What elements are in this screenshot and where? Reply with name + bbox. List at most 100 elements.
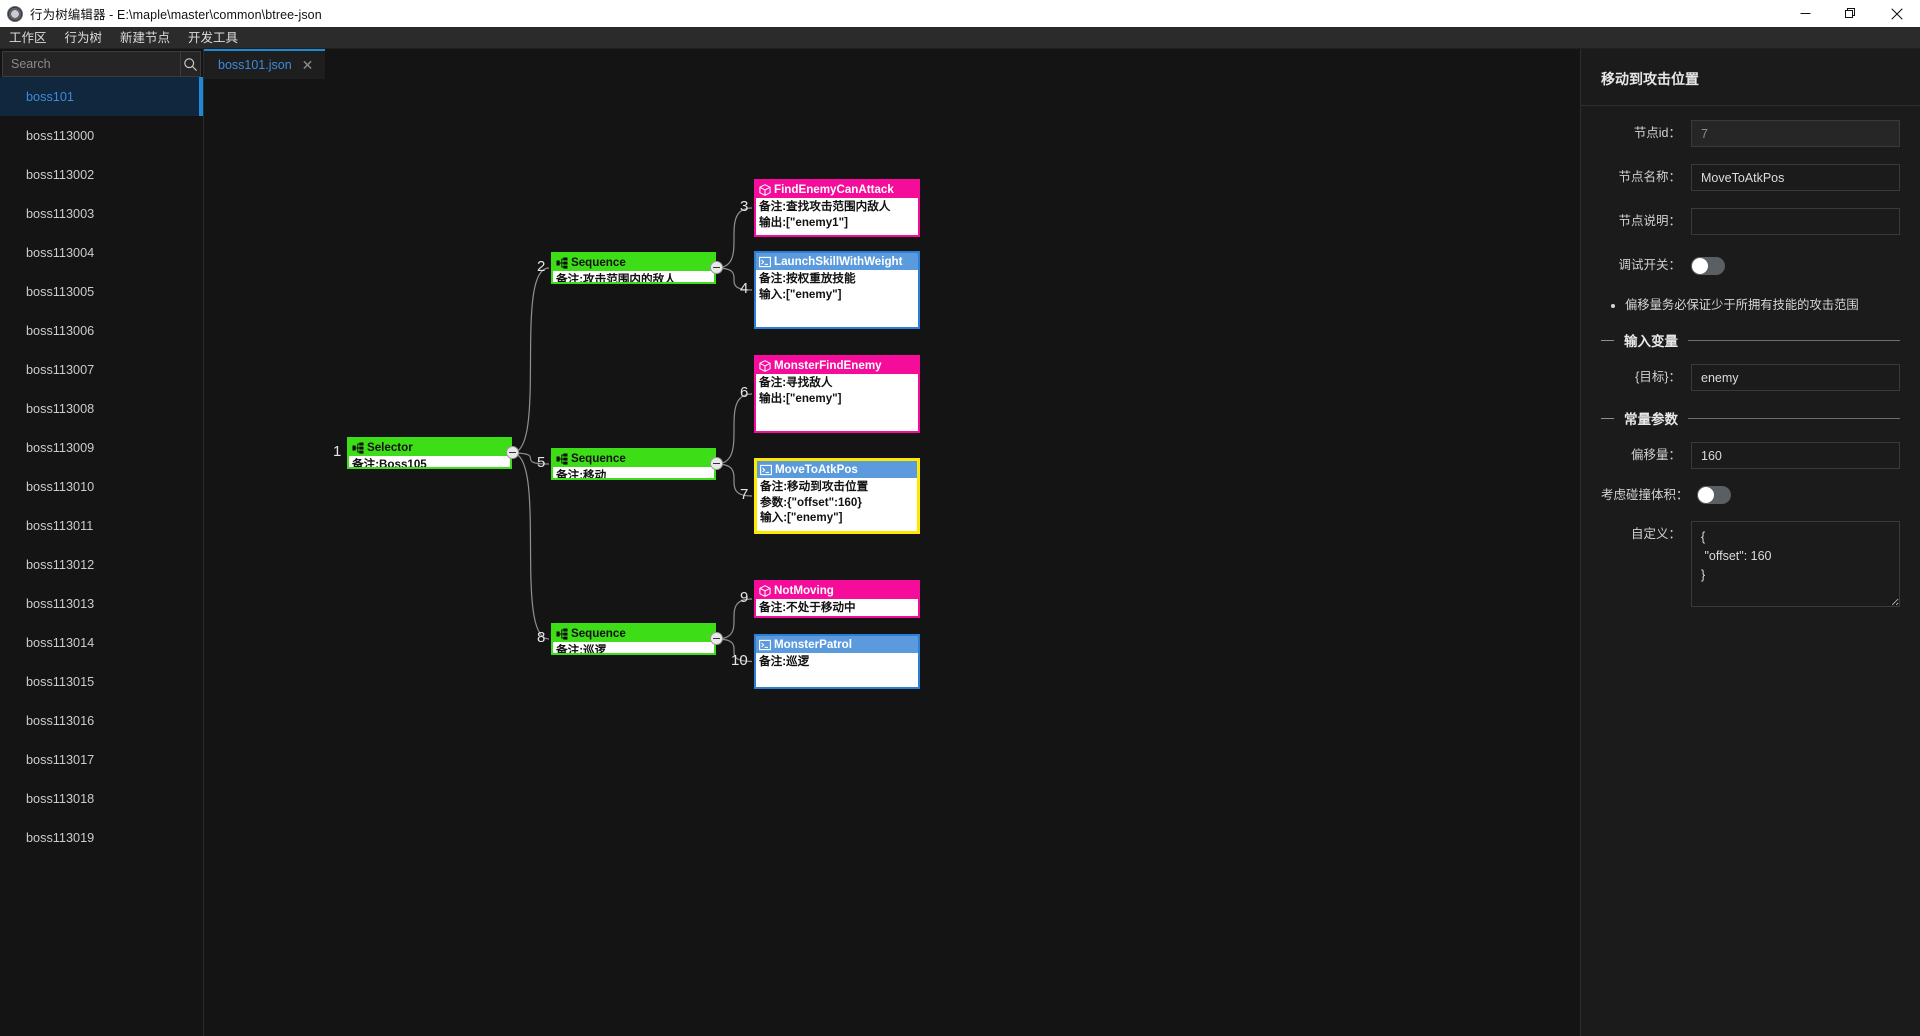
debug-switch-knob [1692, 258, 1708, 274]
menu-bar: 工作区 行为树 新建节点 开发工具 [0, 27, 1920, 49]
collapse-dash-icon[interactable] [1601, 417, 1614, 419]
node-collapse-handle[interactable] [710, 632, 723, 645]
node-body: 备注:攻击范围内的敌人 [553, 271, 714, 284]
node-collapse-handle[interactable] [710, 457, 723, 470]
tab-boss101-json[interactable]: boss101.json ✕ [204, 49, 326, 79]
node-index-label: 5 [537, 454, 546, 471]
note-item: 偏移量务必保证少于所拥有技能的攻击范围 [1625, 296, 1900, 314]
input-target-input[interactable] [1691, 364, 1900, 391]
sidebar-item-boss113011[interactable]: boss113011 [0, 506, 203, 545]
sidebar-item-label: boss113011 [26, 518, 94, 533]
field-node-desc: 节点说明： [1601, 208, 1900, 235]
cube-icon [759, 359, 771, 372]
sidebar-item-boss113009[interactable]: boss113009 [0, 428, 203, 467]
sidebar: boss101boss113000boss113002boss113003bos… [0, 49, 204, 1036]
node-header: Selector [349, 439, 510, 456]
search-button[interactable] [180, 51, 201, 77]
sidebar-item-boss113008[interactable]: boss113008 [0, 389, 203, 428]
minus-icon [509, 451, 516, 454]
node-index-label: 1 [333, 443, 342, 460]
node-line: 备注:移动 [556, 469, 607, 480]
section-input-variables: 输入变量 [1601, 330, 1900, 350]
close-button[interactable] [1874, 0, 1920, 27]
node-collapse-handle[interactable] [506, 446, 519, 459]
sidebar-item-boss113000[interactable]: boss113000 [0, 116, 203, 155]
node-collapse-handle[interactable] [710, 261, 723, 274]
node-title: MoveToAtkPos [775, 463, 858, 476]
sidebar-item-boss113014[interactable]: boss113014 [0, 623, 203, 662]
collision-switch-toggle[interactable] [1696, 486, 1731, 504]
offset-input[interactable] [1691, 442, 1900, 469]
menu-item-dev-tools[interactable]: 开发工具 [188, 30, 239, 45]
collision-switch-label: 考虑碰撞体积： [1601, 488, 1689, 502]
sidebar-item-label: boss113014 [26, 635, 95, 650]
sidebar-item-boss113015[interactable]: boss113015 [0, 662, 203, 701]
node-title: NotMoving [774, 584, 834, 597]
sidebar-item-boss113013[interactable]: boss113013 [0, 584, 203, 623]
node-header: NotMoving [756, 582, 918, 599]
tree-node-icon [352, 442, 364, 454]
node-line: 备注:移动到攻击位置 [760, 480, 869, 493]
node-header: MonsterFindEnemy [756, 357, 918, 374]
node-id-input [1691, 120, 1900, 147]
search-input[interactable] [2, 51, 180, 77]
sidebar-item-boss113005[interactable]: boss113005 [0, 272, 203, 311]
menu-item-new-node[interactable]: 新建节点 [120, 30, 171, 45]
sidebar-item-boss113012[interactable]: boss113012 [0, 545, 203, 584]
minimize-button[interactable] [1782, 0, 1828, 27]
node-index-label: 8 [537, 629, 546, 646]
offset-label: 偏移量： [1630, 448, 1681, 462]
sidebar-item-boss113016[interactable]: boss113016 [0, 701, 203, 740]
main-body: boss101boss113000boss113002boss113003bos… [0, 49, 1920, 1036]
node-line: 备注:攻击范围内的敌人 [556, 273, 676, 284]
node-line: 备注:按权重放技能 [759, 272, 856, 285]
node-title: MonsterPatrol [774, 638, 852, 651]
node-index-label: 2 [537, 258, 546, 275]
menu-item-behaviortree[interactable]: 行为树 [64, 30, 103, 45]
sidebar-item-boss113006[interactable]: boss113006 [0, 311, 203, 350]
sidebar-item-boss113007[interactable]: boss113007 [0, 350, 203, 389]
graph-node-Sequence[interactable]: Sequence 备注:移动 [551, 448, 716, 480]
debug-switch-control [1691, 252, 1900, 275]
input-section-title: 输入变量 [1624, 334, 1678, 349]
node-title: Sequence [571, 256, 626, 269]
sidebar-item-boss113002[interactable]: boss113002 [0, 155, 203, 194]
restore-button[interactable] [1828, 0, 1874, 27]
search-row [0, 49, 203, 77]
sidebar-item-boss113003[interactable]: boss113003 [0, 194, 203, 233]
node-title: Sequence [571, 452, 626, 465]
graph-node-Sequence[interactable]: Sequence 备注:攻击范围内的敌人 [551, 252, 716, 284]
field-node-name: 节点名称： [1601, 164, 1900, 191]
minimize-icon [1800, 13, 1810, 14]
custom-json-textarea[interactable] [1691, 521, 1900, 607]
tab-close-icon[interactable]: ✕ [301, 57, 314, 73]
debug-switch-label: 调试开关： [1618, 258, 1681, 272]
debug-switch-toggle[interactable] [1691, 257, 1725, 275]
sidebar-item-boss113019[interactable]: boss113019 [0, 818, 203, 857]
sidebar-item-boss113018[interactable]: boss113018 [0, 779, 203, 818]
node-id-control [1691, 120, 1900, 147]
node-name-input[interactable] [1691, 164, 1900, 191]
sidebar-item-boss113010[interactable]: boss113010 [0, 467, 203, 506]
node-index-label: 9 [740, 589, 749, 606]
node-desc-input[interactable] [1691, 208, 1900, 235]
field-custom-json: 自定义： [1601, 521, 1900, 612]
sidebar-item-boss113017[interactable]: boss113017 [0, 740, 203, 779]
search-icon [184, 57, 197, 71]
sidebar-item-label: boss113009 [26, 440, 95, 455]
sidebar-item-boss101[interactable]: boss101 [0, 77, 203, 116]
collapse-dash-icon[interactable] [1601, 339, 1614, 341]
node-body: 备注:移动 [553, 467, 714, 480]
sidebar-item-boss113004[interactable]: boss113004 [0, 233, 203, 272]
menu-item-workspace[interactable]: 工作区 [9, 30, 47, 45]
